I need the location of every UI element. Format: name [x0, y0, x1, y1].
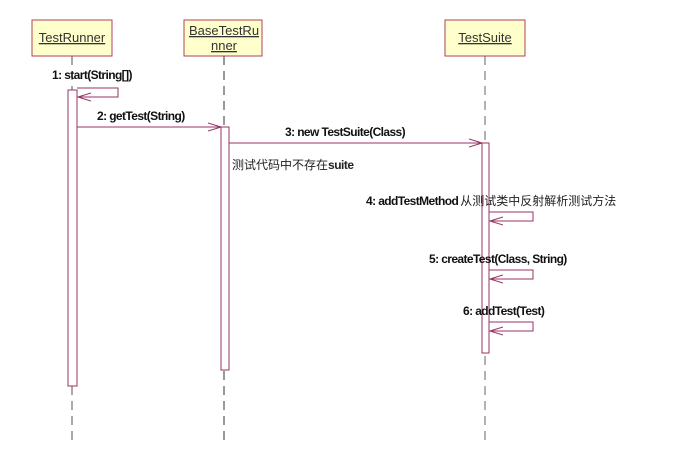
- self-call-arrow: [489, 321, 534, 331]
- note-text: 测试代码中不存在suite: [232, 157, 354, 172]
- note-no-suite: 测试代码中不存在suite: [232, 157, 355, 172]
- message-label: 5: createTest(Class, String): [429, 252, 567, 266]
- message-label-main: 4: addTestMethod: [366, 194, 458, 208]
- participant-box: [31, 19, 113, 57]
- participant-box: [444, 19, 526, 57]
- participant-label: TestRunner: [39, 30, 106, 45]
- participant-basetestrunner[interactable]: BaseTestRu nner: [183, 19, 263, 57]
- activation-testrunner: [67, 89, 78, 387]
- message-5[interactable]: 5: createTest(Class, String): [429, 252, 568, 279]
- note-text-cn: 测试代码中不存在: [232, 157, 328, 172]
- message-label: 1: start(String[]): [52, 68, 132, 82]
- self-call-arrow: [77, 87, 119, 97]
- message-1[interactable]: 1: start(String[]): [52, 68, 133, 97]
- self-call-arrow: [489, 269, 534, 279]
- activation-testsuite: [481, 142, 490, 354]
- message-label: 3: new TestSuite(Class): [285, 125, 406, 139]
- message-label: 2: getTest(String): [97, 109, 185, 123]
- participant-box: [183, 19, 263, 57]
- participant-label: TestSuite: [458, 30, 511, 45]
- participant-testsuite[interactable]: TestSuite: [444, 19, 526, 57]
- message-label: 6: addTest(Test): [463, 304, 545, 318]
- activation-basetestrunner: [220, 126, 230, 371]
- participant-testrunner[interactable]: TestRunner: [31, 19, 113, 57]
- self-call-arrow: [489, 211, 534, 221]
- message-6[interactable]: 6: addTest(Test): [463, 304, 546, 331]
- message-3[interactable]: 3: new TestSuite(Class): [229, 125, 482, 143]
- message-annotation: 从测试类中反射解析测试方法: [460, 193, 616, 208]
- note-text-bold: suite: [328, 158, 354, 172]
- message-2[interactable]: 2: getTest(String): [77, 109, 221, 127]
- participant-label-line1: BaseTestRu: [189, 23, 259, 38]
- participant-label-line2: nner: [211, 38, 238, 53]
- activations: [67, 89, 490, 387]
